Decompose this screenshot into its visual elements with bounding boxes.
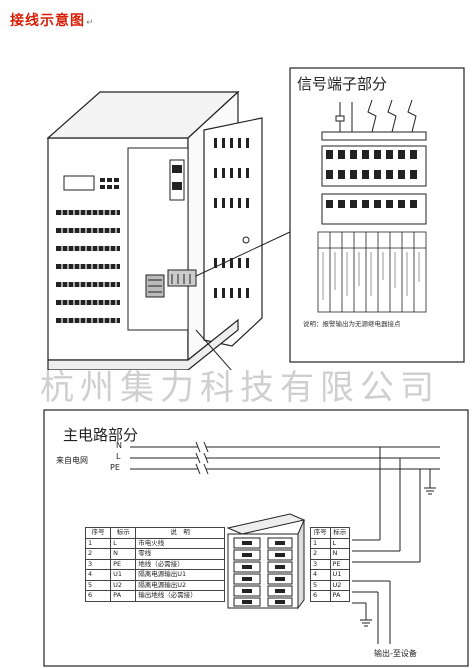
signal-section-title: 信号端子部分 [297, 75, 388, 93]
signal-terminal-panel [289, 67, 465, 363]
table-cell: 5 [84, 579, 112, 591]
table-cell: 4 [310, 569, 331, 581]
table-cell: U1 [110, 569, 137, 581]
return-mark: ↵ [86, 18, 95, 28]
table-cell: 2 [310, 548, 331, 560]
table-cell: PA [110, 590, 137, 602]
table-cell: 3 [310, 558, 331, 570]
table-cell: PE [110, 558, 137, 570]
table-header: 序号 [310, 527, 331, 539]
table-cell: U2 [329, 579, 350, 591]
cabinet-door [203, 117, 263, 347]
table-cell: PE [329, 558, 350, 570]
table-cell: N [329, 548, 350, 560]
table-cell: L [110, 537, 137, 549]
table-cell: 5 [310, 579, 331, 591]
output-label: 输出-至设备 [374, 649, 417, 658]
signal-note: 说明：报警输出为无源继电器接点 [303, 320, 401, 328]
main-terminal-block [226, 513, 306, 610]
table-cell: 隔离电源输出U2 [135, 579, 225, 591]
display-panel [63, 175, 95, 191]
table-cell: 1 [84, 537, 112, 549]
table-cell: 2 [84, 548, 112, 560]
cabinet-illustration [46, 90, 291, 370]
table-header: 序号 [84, 527, 112, 539]
main-section-title: 主电路部分 [63, 426, 139, 444]
table-cell: 隔离电源输出U1 [135, 569, 225, 581]
table-cell: N [110, 548, 137, 560]
table-header-row: 序号 标示 说 明 [84, 527, 225, 539]
table-cell: 4 [84, 569, 112, 581]
line-label-n: N [116, 441, 122, 450]
callout-main [195, 329, 232, 370]
door-handle [242, 236, 250, 244]
line-label-pe: PE [110, 463, 120, 472]
line-label-l: L [116, 452, 121, 461]
table-cell: 输出地线（必需接） [135, 590, 225, 602]
terminal-block [167, 269, 197, 287]
table-cell: 1 [310, 537, 331, 549]
table-cell: 6 [84, 590, 112, 602]
table-cell: 3 [84, 558, 112, 570]
table-header-row: 序号 标示 [310, 527, 350, 539]
company-watermark: 杭州集力科技有限公司 [40, 368, 440, 408]
table-cell: 零线 [135, 548, 225, 560]
page-title-text: 接线示意图 [10, 13, 85, 29]
table-cell: 地线（必需接） [135, 558, 225, 570]
page-title: 接线示意图↵ [10, 10, 95, 30]
grid-source-label: 来自电网 [56, 456, 88, 465]
table-cell: PA [329, 590, 350, 602]
table-cell: 6 [310, 590, 331, 602]
table-cell: L [329, 537, 350, 549]
table-cell: U2 [110, 579, 137, 591]
table-cell: 市电火线 [135, 537, 225, 549]
table-header: 标示 [329, 527, 350, 539]
table-cell: U1 [329, 569, 350, 581]
callout-signal [195, 231, 291, 277]
table-header: 说 明 [135, 527, 225, 539]
table-header: 标示 [110, 527, 137, 539]
vent-slots [56, 210, 120, 323]
main-circuit-diagram [43, 409, 469, 667]
